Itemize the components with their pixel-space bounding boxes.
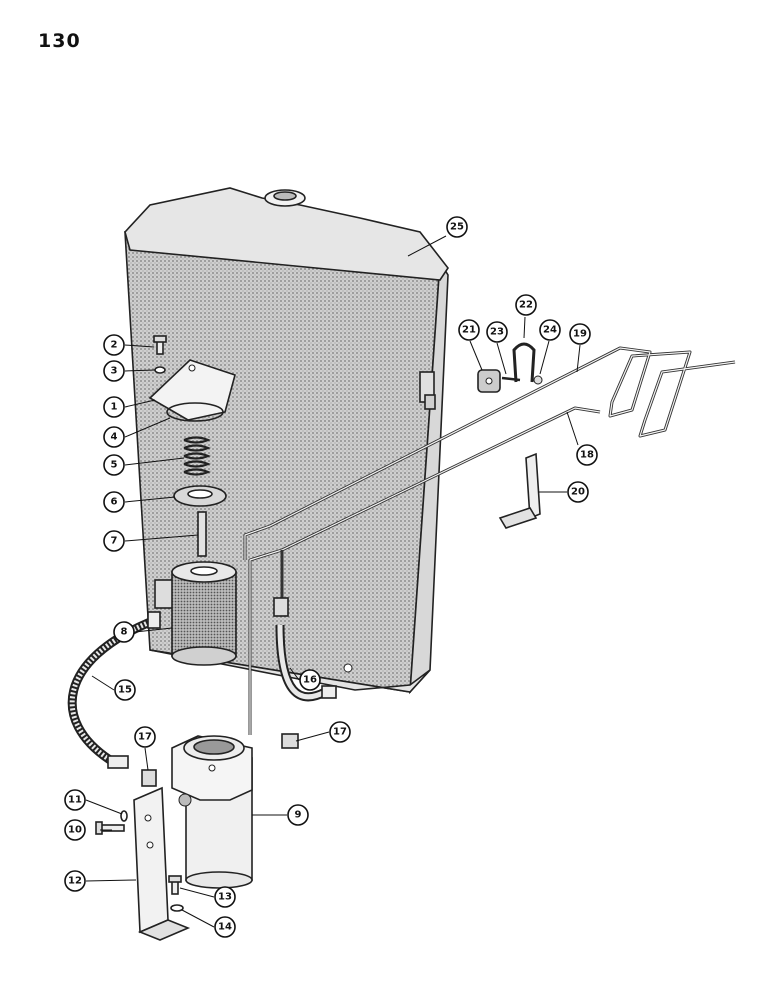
svg-text:13: 13 bbox=[218, 892, 232, 903]
clamp bbox=[512, 342, 536, 383]
callout: 9 bbox=[287, 804, 309, 826]
svg-text:7: 7 bbox=[111, 536, 118, 547]
elbow-fitting bbox=[281, 733, 299, 749]
callout: 1 bbox=[103, 396, 125, 418]
spring-seat bbox=[173, 485, 227, 507]
filter-element bbox=[171, 561, 237, 666]
callout: 12 bbox=[64, 870, 86, 892]
svg-text:9: 9 bbox=[295, 810, 302, 821]
cap-screw bbox=[153, 335, 167, 355]
lock-washer bbox=[154, 366, 166, 374]
callout: 17 bbox=[329, 721, 351, 743]
mounting-bracket bbox=[133, 786, 191, 941]
svg-text:4: 4 bbox=[111, 432, 118, 443]
svg-text:16: 16 bbox=[303, 675, 317, 686]
svg-text:11: 11 bbox=[68, 795, 82, 806]
callout: 11 bbox=[64, 789, 86, 811]
callout: 7 bbox=[103, 530, 125, 552]
callout: 21 bbox=[458, 319, 480, 341]
leader-lines bbox=[85, 235, 581, 928]
svg-text:25: 25 bbox=[450, 222, 464, 233]
gasket bbox=[166, 402, 224, 422]
callout: 22 bbox=[515, 294, 537, 316]
svg-text:18: 18 bbox=[580, 450, 594, 461]
svg-text:23: 23 bbox=[490, 327, 504, 338]
oil-lines bbox=[243, 346, 736, 735]
svg-text:12: 12 bbox=[68, 876, 82, 887]
svg-text:21: 21 bbox=[462, 325, 476, 336]
screw bbox=[501, 376, 521, 382]
svg-text:19: 19 bbox=[573, 329, 587, 340]
spring bbox=[183, 436, 211, 476]
callout: 17 bbox=[134, 726, 156, 748]
callout: 24 bbox=[539, 319, 561, 341]
bolt bbox=[95, 821, 125, 835]
callout: 19 bbox=[569, 323, 591, 345]
callout: 18 bbox=[576, 444, 598, 466]
elbow-fitting bbox=[141, 769, 157, 787]
svg-text:3: 3 bbox=[111, 366, 118, 377]
callout: 2 bbox=[103, 334, 125, 356]
svg-text:24: 24 bbox=[543, 325, 557, 336]
callout: 8 bbox=[113, 621, 135, 643]
callout: 25 bbox=[446, 216, 468, 238]
svg-text:20: 20 bbox=[571, 487, 585, 498]
callout: 5 bbox=[103, 454, 125, 476]
callout: 3 bbox=[103, 360, 125, 382]
callout: 15 bbox=[114, 679, 136, 701]
svg-text:14: 14 bbox=[218, 922, 232, 933]
svg-text:6: 6 bbox=[111, 497, 118, 508]
callout: 16 bbox=[299, 669, 321, 691]
callout: 10 bbox=[64, 819, 86, 841]
callout: 23 bbox=[486, 321, 508, 343]
washer bbox=[120, 810, 128, 822]
callout: 20 bbox=[567, 481, 589, 503]
bracket-cap-screw bbox=[168, 875, 182, 895]
callout: 14 bbox=[214, 916, 236, 938]
stud bbox=[197, 511, 207, 557]
page-number: 130 bbox=[38, 30, 81, 52]
callout: 13 bbox=[214, 886, 236, 908]
hose-return bbox=[275, 624, 337, 702]
svg-text:17: 17 bbox=[333, 727, 347, 738]
svg-text:2: 2 bbox=[111, 340, 118, 351]
bracket-washer bbox=[170, 904, 184, 912]
filter-body bbox=[171, 735, 253, 889]
nut bbox=[533, 375, 543, 385]
svg-text:10: 10 bbox=[68, 825, 82, 836]
svg-text:15: 15 bbox=[118, 685, 132, 696]
clip bbox=[477, 369, 501, 393]
svg-text:8: 8 bbox=[121, 627, 128, 638]
svg-text:22: 22 bbox=[519, 300, 533, 311]
callout: 4 bbox=[103, 426, 125, 448]
svg-text:17: 17 bbox=[138, 732, 152, 743]
svg-text:1: 1 bbox=[111, 402, 118, 413]
svg-text:5: 5 bbox=[111, 460, 118, 471]
support-bracket bbox=[498, 452, 541, 529]
callout: 6 bbox=[103, 491, 125, 513]
